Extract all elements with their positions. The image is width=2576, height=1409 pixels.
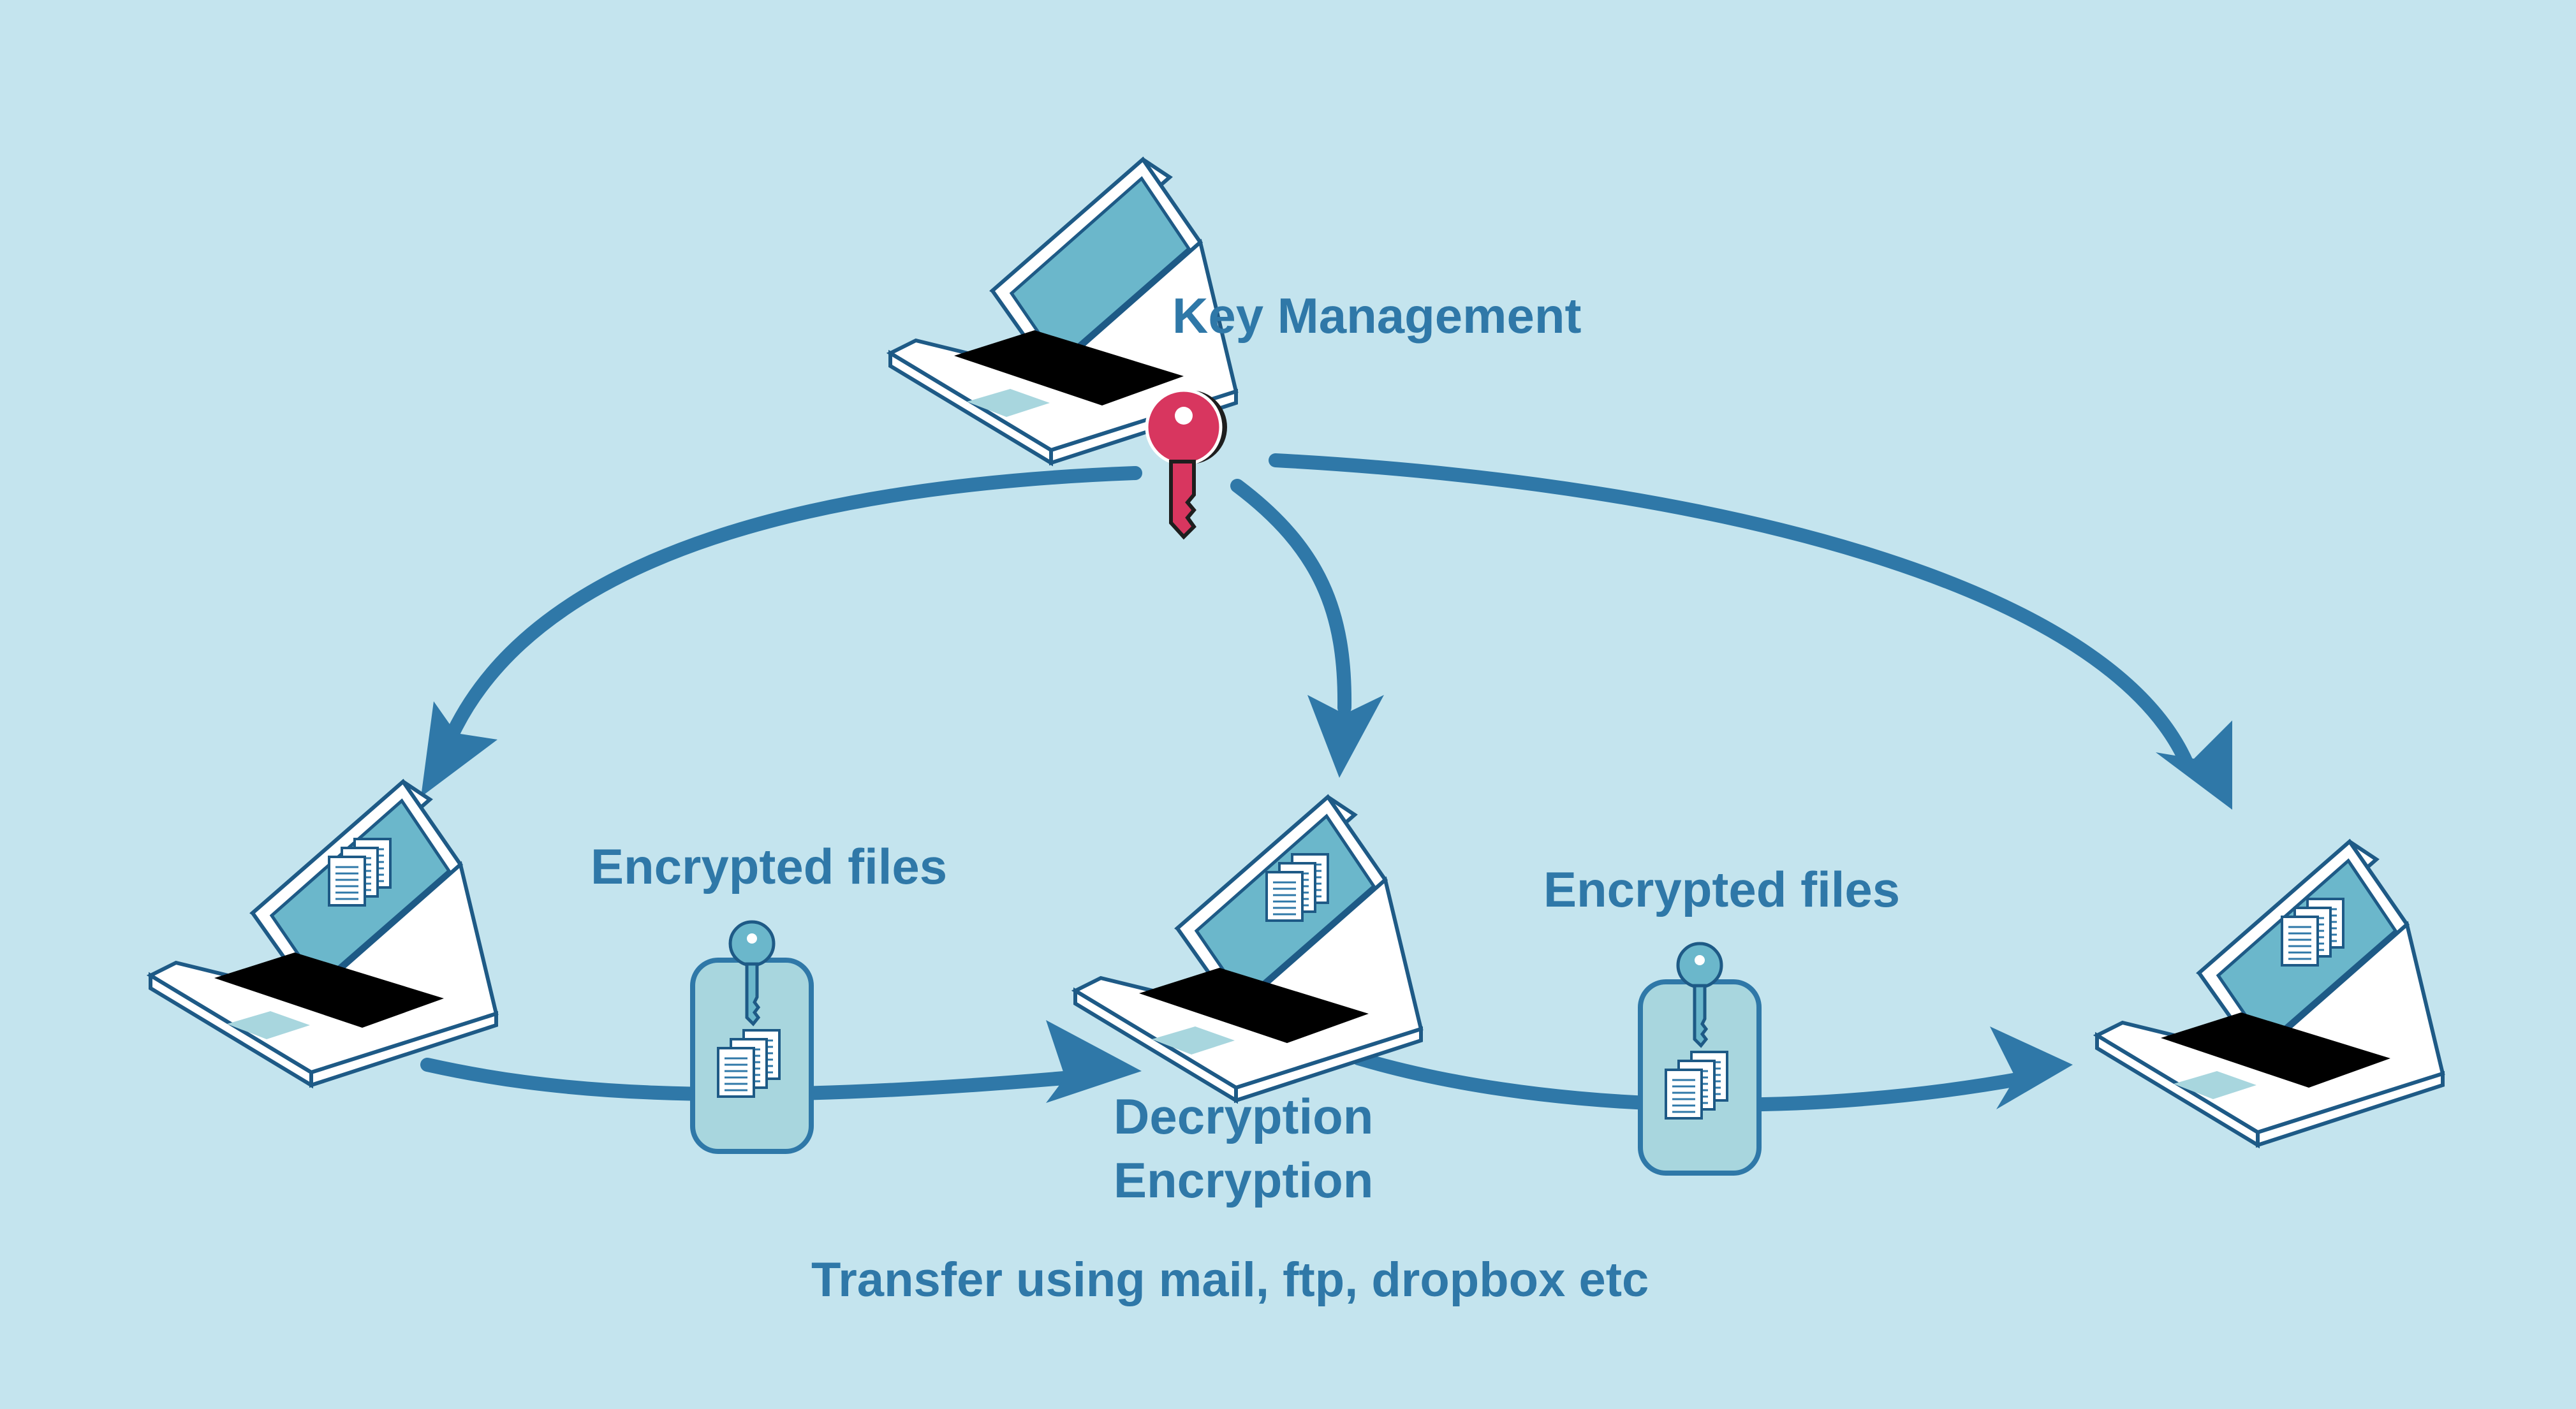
laptop-left [151, 782, 496, 1085]
transfer-label: Transfer using mail, ftp, dropbox etc [811, 1253, 1649, 1307]
decryption-label: Decryption [1114, 1088, 1374, 1144]
arrow-to-right-laptop [1269, 453, 2195, 772]
encrypted-files-label-left: Encrypted files [591, 838, 948, 894]
key-management-label: Key Management [1172, 288, 1582, 344]
encryption-label: Encryption [1114, 1152, 1374, 1208]
encrypted-package-icon-left [693, 922, 811, 1151]
arrow-to-middle-laptop [1230, 479, 1352, 715]
arrowheads [421, 695, 2232, 1109]
encrypted-package-icon-right [1640, 944, 1759, 1173]
key-icon [1145, 388, 1227, 540]
laptop-middle [1075, 797, 1421, 1100]
arrow-transfer-1 [420, 1058, 1078, 1102]
laptop-right [2097, 842, 2443, 1145]
arrow-to-left-laptop [446, 466, 1142, 740]
encrypted-files-label-right: Encrypted files [1543, 861, 1901, 917]
